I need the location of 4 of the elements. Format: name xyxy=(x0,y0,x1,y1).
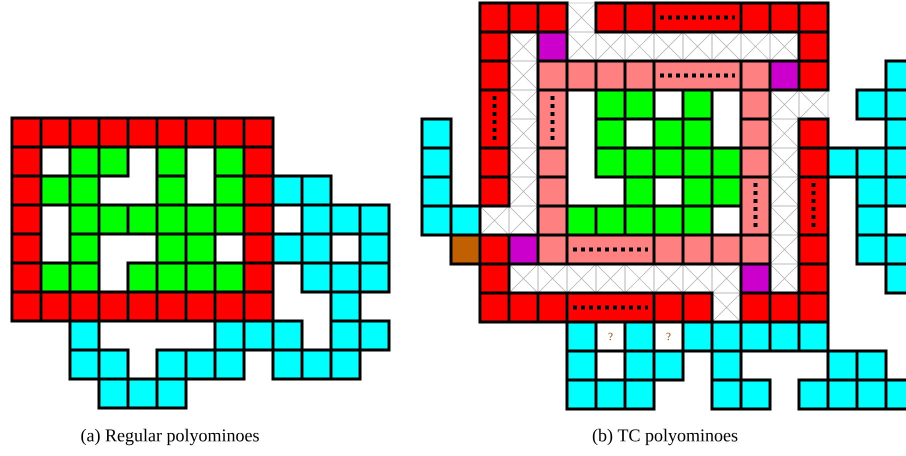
question-mark: ? xyxy=(666,332,670,340)
subfigure-caption: (a) Regular polyominoes xyxy=(81,428,259,446)
subfigure-caption: (b) TC polyominoes xyxy=(592,428,738,446)
question-mark: ? xyxy=(608,332,612,340)
